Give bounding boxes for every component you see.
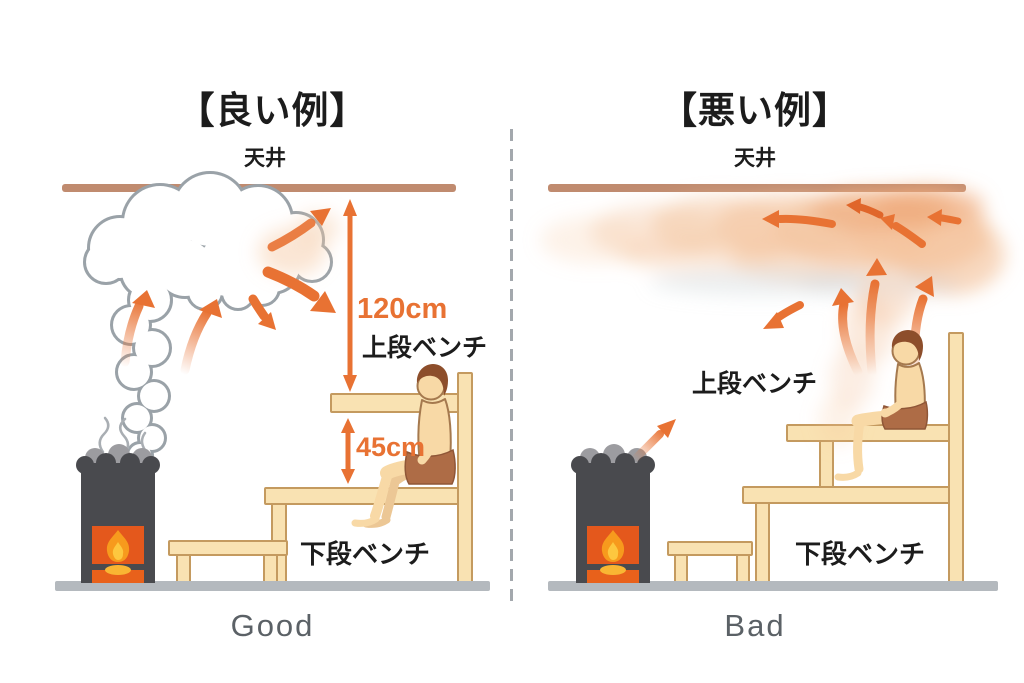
ceiling-line-left (62, 184, 456, 192)
dimension-arrow-120cm (343, 199, 357, 392)
lower-bench-leg-right (755, 502, 770, 583)
step-stool-leg (263, 554, 278, 583)
dimension-label-120cm: 120cm (357, 293, 448, 325)
bench-back-post-right (948, 332, 964, 583)
ceiling-label-left: 天井 (244, 147, 286, 170)
upper-bench-leg-right (819, 440, 834, 488)
sauna-stove-right (571, 444, 655, 583)
step-stool-leg (736, 554, 750, 583)
steam-cloud (86, 174, 340, 466)
ceiling-smoke-layer (540, 185, 1005, 446)
step-stool-leg (176, 554, 191, 583)
dimension-label-45cm: 45cm (356, 432, 426, 462)
upper-bench-label-left: 上段ベンチ (362, 334, 488, 362)
caption-bad: Bad (724, 608, 786, 643)
step-stool-leg (674, 554, 688, 583)
good-example-title: 【良い例】 (177, 90, 368, 131)
heat-flow-arrows-left (120, 208, 336, 375)
upper-bench-left (330, 393, 473, 413)
upper-bench-right (786, 424, 964, 442)
step-stool-right (667, 541, 753, 556)
sauna-stove-left (76, 444, 160, 583)
bench-back-post-left (457, 372, 473, 583)
upper-bench-label-right: 上段ベンチ (692, 370, 818, 398)
lower-bench-right (742, 486, 964, 504)
bather-right (834, 330, 929, 481)
heat-flow-arrows-right (632, 198, 962, 462)
caption-good: Good (230, 608, 315, 643)
floor-right (548, 581, 998, 591)
floor-left (55, 581, 490, 591)
step-stool-left (168, 540, 288, 556)
bad-example-title: 【悪い例】 (660, 90, 850, 131)
ceiling-label-right: 天井 (734, 147, 776, 170)
lower-bench-label-left: 下段ベンチ (300, 539, 431, 569)
ceiling-line-right (548, 184, 966, 192)
panel-divider (510, 129, 513, 602)
dimension-arrow-45cm (341, 418, 355, 484)
lower-bench-left (264, 487, 473, 505)
lower-bench-label-right: 下段ベンチ (795, 539, 926, 569)
stove-steam-wisps (98, 416, 147, 456)
